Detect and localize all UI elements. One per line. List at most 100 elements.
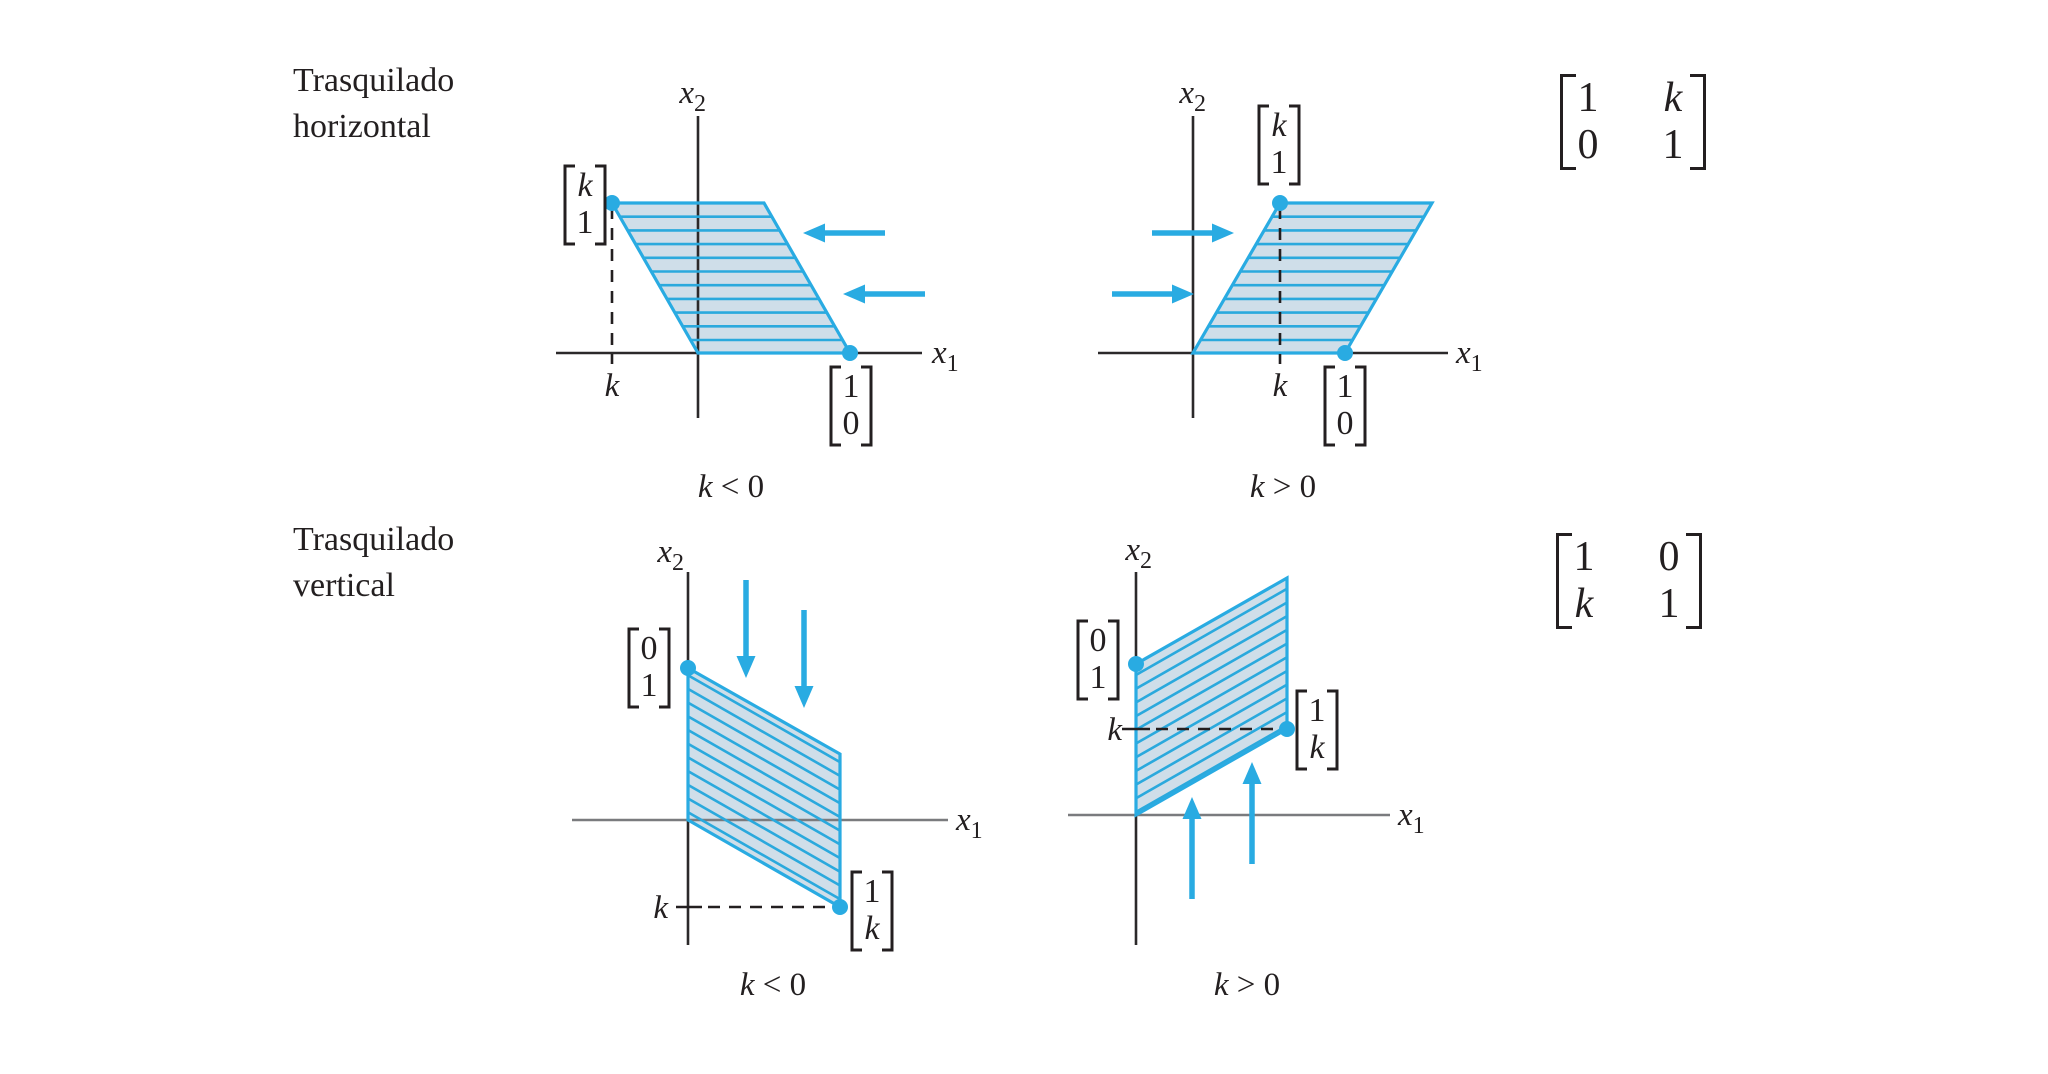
hatch-line [688, 670, 840, 767]
hatch-line [1136, 611, 1287, 707]
hatch-line [1136, 639, 1287, 735]
x2-axis-label: x2 [678, 75, 706, 117]
arrow-head [843, 284, 865, 304]
vertex-dot [1337, 345, 1353, 361]
k-tick-label: k [605, 368, 621, 404]
vector-entry: 0 [641, 630, 658, 667]
vertex-dot [832, 899, 848, 915]
hatch-line [1136, 803, 1287, 815]
vector-label-0-1: 01 [627, 627, 671, 709]
x1-axis-label: x1 [931, 335, 959, 377]
hatch-line [1136, 652, 1287, 749]
x2-axis-label: x2 [656, 534, 684, 576]
arrow-head [736, 656, 756, 678]
vector-entry: 1 [1309, 692, 1326, 729]
arrow-head [803, 223, 825, 243]
shear-arrow [803, 223, 885, 243]
hatch-line [688, 780, 840, 877]
vector-entry: 0 [1090, 622, 1107, 659]
shear-arrow [794, 610, 814, 708]
arrow-head [1212, 223, 1234, 243]
vector-label-k-1: k1 [563, 164, 607, 246]
arrow-head [1172, 284, 1194, 304]
matrix-vertical-shear: 1 0 k 1 [1556, 533, 1702, 629]
hatch-line [688, 766, 840, 863]
hatch-line [1136, 584, 1287, 680]
k-tick-label: k [653, 890, 669, 926]
matrix-left-bracket [1560, 74, 1576, 170]
section-label-vertical-shear: Trasquilado vertical [293, 521, 455, 605]
shear-arrow [843, 284, 925, 304]
hatch-line [688, 698, 840, 795]
hatch-line [688, 725, 840, 822]
vertex-dot [680, 660, 696, 676]
right-bracket [1289, 104, 1301, 186]
vector-label-1-k: 1k [1295, 689, 1339, 771]
vector-entry: 1 [843, 368, 860, 405]
vector-entry: k [1309, 729, 1325, 766]
matrix-entry: k [1663, 75, 1683, 121]
vector-entry: 0 [1337, 405, 1354, 442]
vector-entry: k [1271, 107, 1287, 144]
vector-entry: k [577, 167, 593, 204]
right-bracket [1108, 619, 1120, 701]
matrix-cells: 1 0 k 1 [1560, 533, 1693, 629]
section-label-horizontal-shear: Trasquilado horizontal [293, 62, 455, 146]
caption-horizontal-shear-k-positive: k > 0 [1250, 469, 1316, 505]
hatch-line [1136, 625, 1287, 721]
sheared-region [1193, 203, 1432, 353]
region-outline [1134, 575, 1289, 818]
k-tick-label: k [1273, 368, 1289, 404]
matrix-entry: 1 [1577, 75, 1599, 121]
matrix-entry: 0 [1577, 122, 1599, 168]
sheared-region [612, 203, 850, 353]
shear-arrow [1242, 762, 1262, 864]
left-bracket [1295, 689, 1307, 771]
hatch-line [688, 739, 840, 836]
shear-arrow [1182, 797, 1202, 899]
hatch-line [688, 711, 840, 808]
hatch-line [688, 684, 840, 781]
matrix-entry: 1 [1662, 122, 1684, 168]
right-bracket [882, 870, 894, 952]
hatch-line [1136, 721, 1287, 815]
hatch-line [1130, 818, 1293, 911]
vector-entry: 0 [843, 405, 860, 442]
left-bracket [563, 164, 575, 246]
hatch-line [688, 752, 840, 849]
matrix-right-bracket [1690, 74, 1706, 170]
matrix-left-bracket [1556, 533, 1572, 629]
vertex-dot [604, 195, 620, 211]
hatch-line [688, 668, 840, 685]
vector-label-1-0: 10 [1323, 365, 1367, 447]
vector-label-1-k: 1k [850, 870, 894, 952]
shear-arrow [736, 580, 756, 678]
left-bracket [1257, 104, 1269, 186]
hatch-line [682, 562, 846, 656]
x1-axis-label: x1 [1455, 335, 1483, 377]
vector-entry: 1 [1271, 144, 1288, 181]
hatch-line [1136, 666, 1287, 762]
x1-axis-label: x1 [955, 802, 983, 844]
vector-label-1-0: 10 [829, 365, 873, 447]
matrix-cells: 1 k 0 1 [1564, 74, 1697, 170]
vector-label-0-1: 01 [1076, 619, 1120, 701]
x2-axis-label: x2 [1178, 75, 1206, 117]
vector-entry: 1 [864, 873, 881, 910]
matrix-entry: 1 [1658, 581, 1680, 627]
hatch-line [1136, 693, 1287, 790]
vertex-dot [1272, 195, 1288, 211]
k-tick-label: k [1107, 712, 1123, 748]
matrix-entry: 1 [1573, 534, 1595, 580]
hatch-line [1130, 380, 1293, 473]
x2-axis-label: x2 [1124, 532, 1152, 574]
arrow-head [1242, 762, 1262, 784]
right-bracket [659, 627, 671, 709]
arrow-head [794, 686, 814, 708]
matrix-entry: k [1574, 581, 1594, 627]
vector-entry: 1 [641, 667, 658, 704]
caption-vertical-shear-k-positive: k > 0 [1214, 967, 1280, 1003]
